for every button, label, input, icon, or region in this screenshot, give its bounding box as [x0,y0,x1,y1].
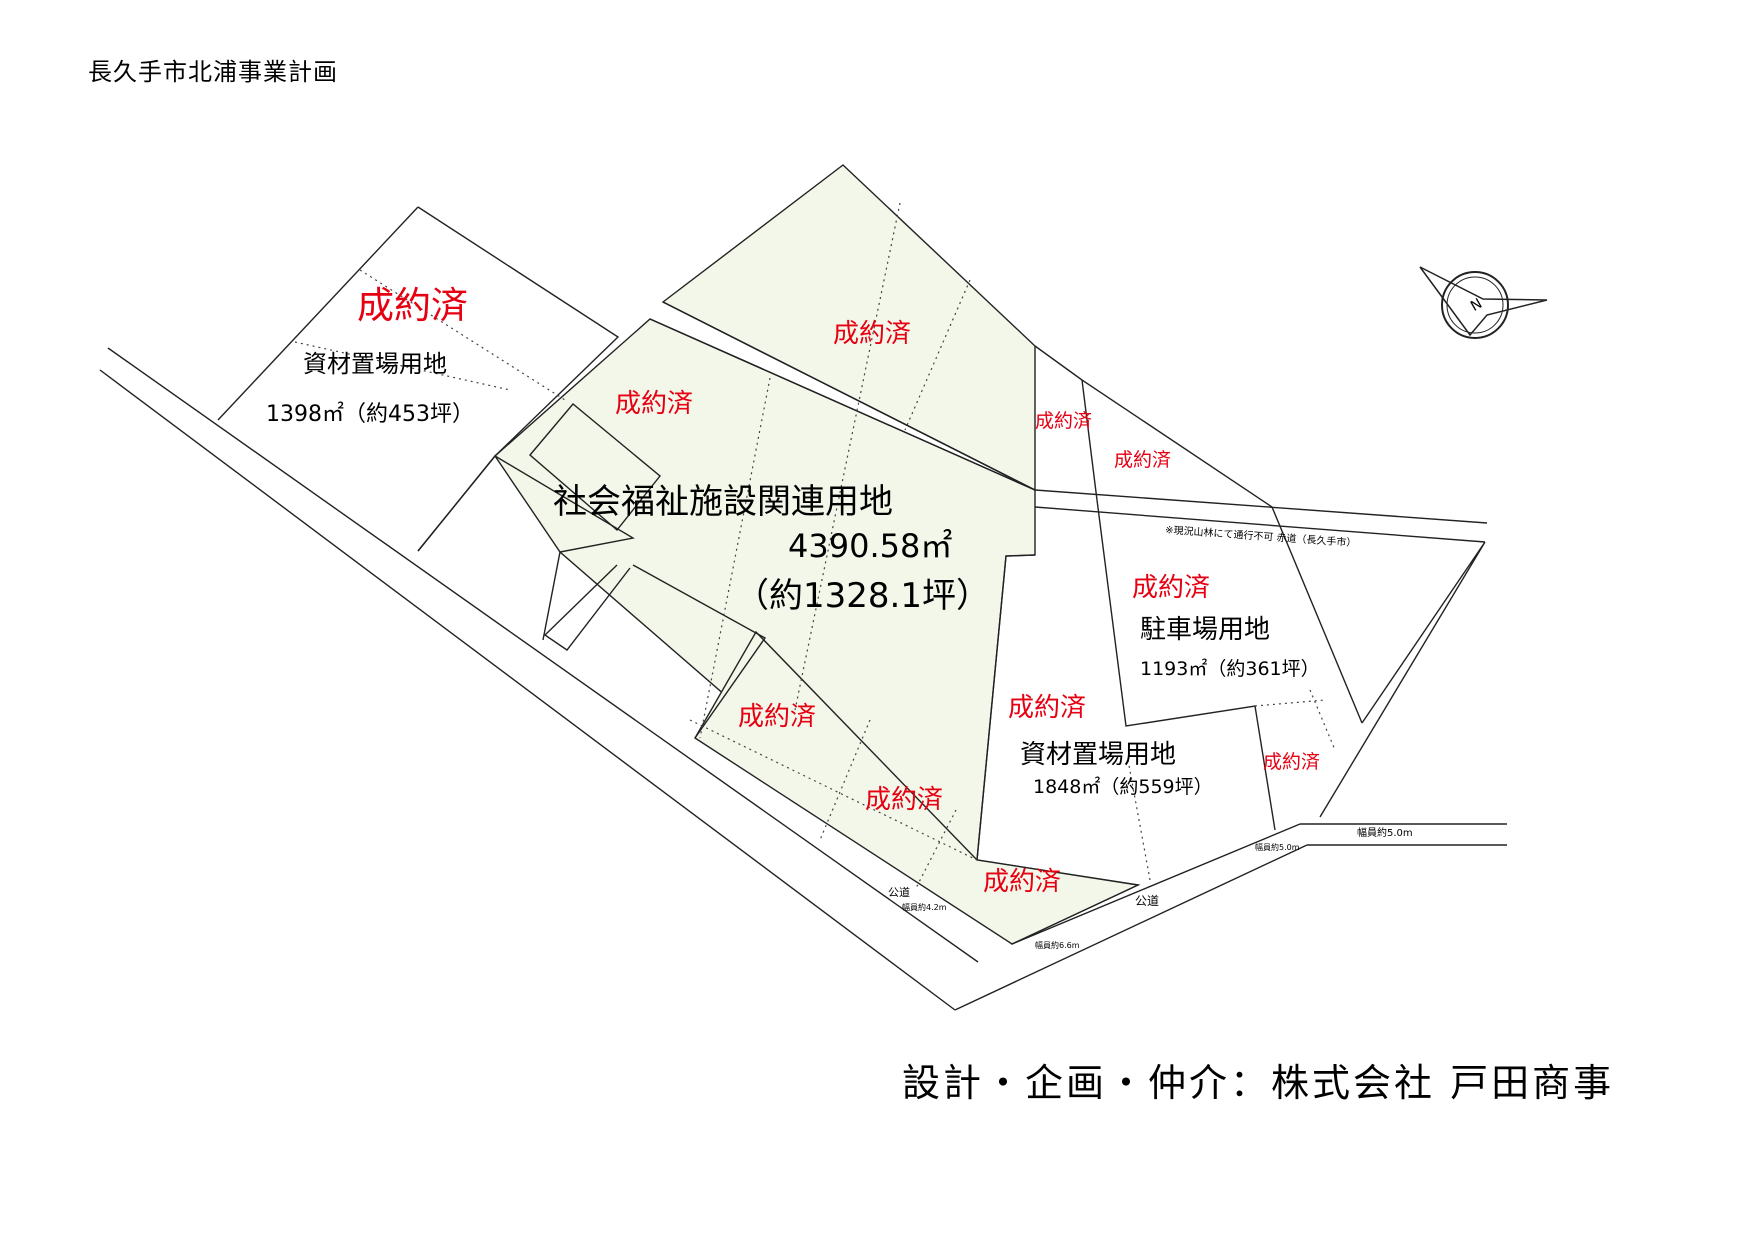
red-road-edge-3 [1034,489,1488,524]
lot-area-west: 1398㎡（約453坪） [266,401,474,427]
lot-use-welfare: 社会福祉施設関連用地 [553,482,893,522]
sold-label-east-yard: 成約済 [1008,693,1086,723]
road-southeast-edge-2 [954,844,1308,1011]
sold-label-3: 成約済 [1035,410,1092,432]
sold-label-1: 成約済 [615,389,693,419]
parcel-west-small-box [529,403,661,532]
lot-use-west: 資材置場用地 [303,350,447,378]
dotted-line-7 [819,719,871,841]
road-width-42: 幅員約4.2m [902,902,947,912]
dotted-line-9 [1127,759,1151,881]
sold-label-2: 成約済 [833,319,911,349]
sold-label-west: 成約済 [357,284,468,327]
sold-label-7: 成約済 [865,785,943,815]
sold-label-6: 成約済 [1263,751,1320,773]
parcel-center-gap [632,564,767,739]
sold-label-5: 成約済 [738,702,816,732]
road-width-66: 幅員約6.6m [1035,940,1080,950]
lot-tsubo-welfare: （約1328.1坪） [735,576,990,616]
dotted-line-1 [359,269,566,401]
parcel-south-shaded [694,630,1141,945]
sold-label-8: 成約済 [983,867,1061,897]
lot-area-parking: 1193㎡（約361坪） [1140,657,1320,680]
road-width-50b: 幅員約5.0m [1357,826,1413,839]
red-road-edge-4 [1034,506,1486,543]
parcel-west-strip [543,564,631,651]
dotted-line-5 [699,377,771,739]
road-southwest-edge-2 [99,369,956,1011]
company-credit: 設計・企画・仲介：株式会社 戸田商事 [902,1061,1615,1105]
north-arrow-icon: N [1419,266,1548,339]
red-road-edge-1 [649,318,1036,491]
dotted-line-10 [1254,699,1326,707]
lot-area-east-yard: 1848㎡（約559坪） [1033,775,1213,798]
dotted-line-11 [1309,689,1336,751]
parcel-east-right [1319,541,1486,818]
sold-label-parking: 成約済 [1132,573,1210,603]
road-southeast-edge-1 [1011,823,1301,945]
sold-label-4: 成約済 [1114,449,1171,471]
dotted-line-2 [294,341,511,391]
parcel-west-lower [417,455,635,641]
road-southwest-edge-1 [107,347,979,963]
dotted-line-3 [794,202,901,711]
page-title: 長久手市北浦事業計画 [88,58,338,86]
parcel-east-upper [1034,345,1273,508]
road-label-west: 公道 [888,885,910,899]
road-label-south: 公道 [1135,894,1159,908]
red-road-note: ※現況山林にて通行不可 赤道（長久手市） [1165,523,1357,549]
road-width-50a: 幅員約5.0m [1255,842,1300,852]
red-road-edge-2 [662,301,1036,491]
lot-use-parking: 駐車場用地 [1140,615,1270,645]
parcel-east-boundary [976,499,1363,861]
lot-use-east-yard: 資材置場用地 [1020,740,1176,770]
lot-area-welfare: 4390.58㎡ [788,527,952,565]
